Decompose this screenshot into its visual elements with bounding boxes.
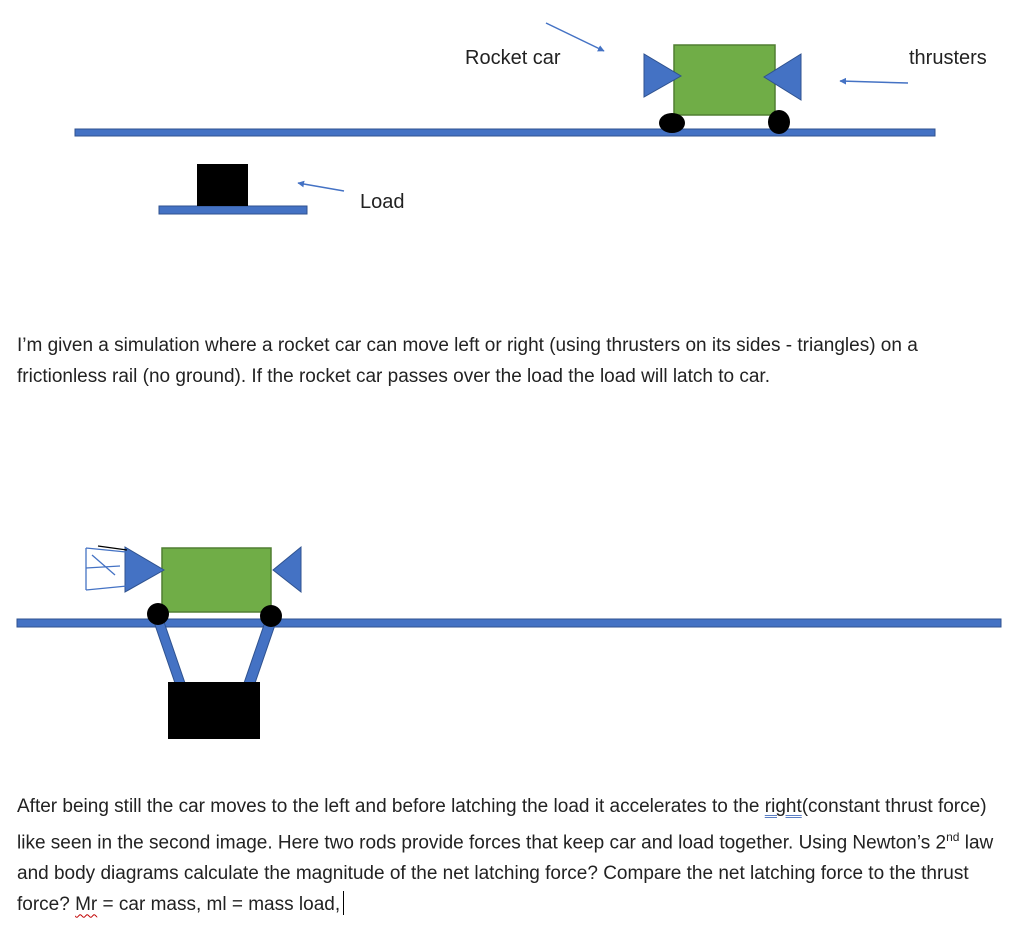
arrow-to-rocket-car — [545, 22, 605, 52]
rod-right — [242, 621, 277, 687]
wheel-right-top — [768, 110, 790, 134]
load-block-bottom — [168, 682, 260, 739]
exhaust-lines — [85, 545, 128, 591]
wheel-left-bottom — [147, 603, 169, 625]
problem-question: After being still the car moves to the l… — [17, 791, 1015, 920]
load-block-top — [197, 164, 248, 206]
mr-word: Mr — [75, 894, 98, 916]
problem-description: I’m given a simulation where a rocket ca… — [17, 335, 918, 387]
text-cursor — [343, 891, 345, 916]
rod-left — [153, 621, 187, 687]
rocket-car-top — [643, 44, 802, 134]
question-part2: (constant thrust force) like seen in the… — [17, 796, 987, 854]
rocket-car-bottom — [124, 545, 302, 627]
question-part4: = car mass, ml = mass load, — [97, 894, 341, 916]
right-thruster-top — [763, 53, 802, 101]
left-thruster-top — [643, 53, 682, 98]
question-part1: After being still the car moves to the l… — [17, 796, 765, 817]
load-platform — [158, 205, 308, 215]
bottom-rail — [16, 618, 1002, 628]
thrusters-label: thrusters — [909, 47, 987, 69]
load-label: Load — [360, 191, 405, 213]
top-rail — [74, 128, 936, 137]
car-body-bottom — [161, 547, 272, 613]
car-body-top — [673, 44, 776, 116]
arrow-to-load — [297, 180, 345, 192]
load-on-platform — [158, 164, 308, 215]
right-word: right — [764, 796, 802, 817]
question-part3: law and body diagrams calculate the magn… — [17, 832, 994, 916]
wheel-left-top — [659, 113, 685, 133]
left-thruster-bottom — [124, 546, 166, 593]
arrow-to-thrusters — [839, 77, 909, 85]
rocket-car-label: Rocket car — [465, 47, 561, 69]
wheel-right-bottom — [260, 605, 282, 627]
right-thruster-bottom — [272, 545, 302, 594]
superscript-nd: nd — [946, 830, 960, 844]
